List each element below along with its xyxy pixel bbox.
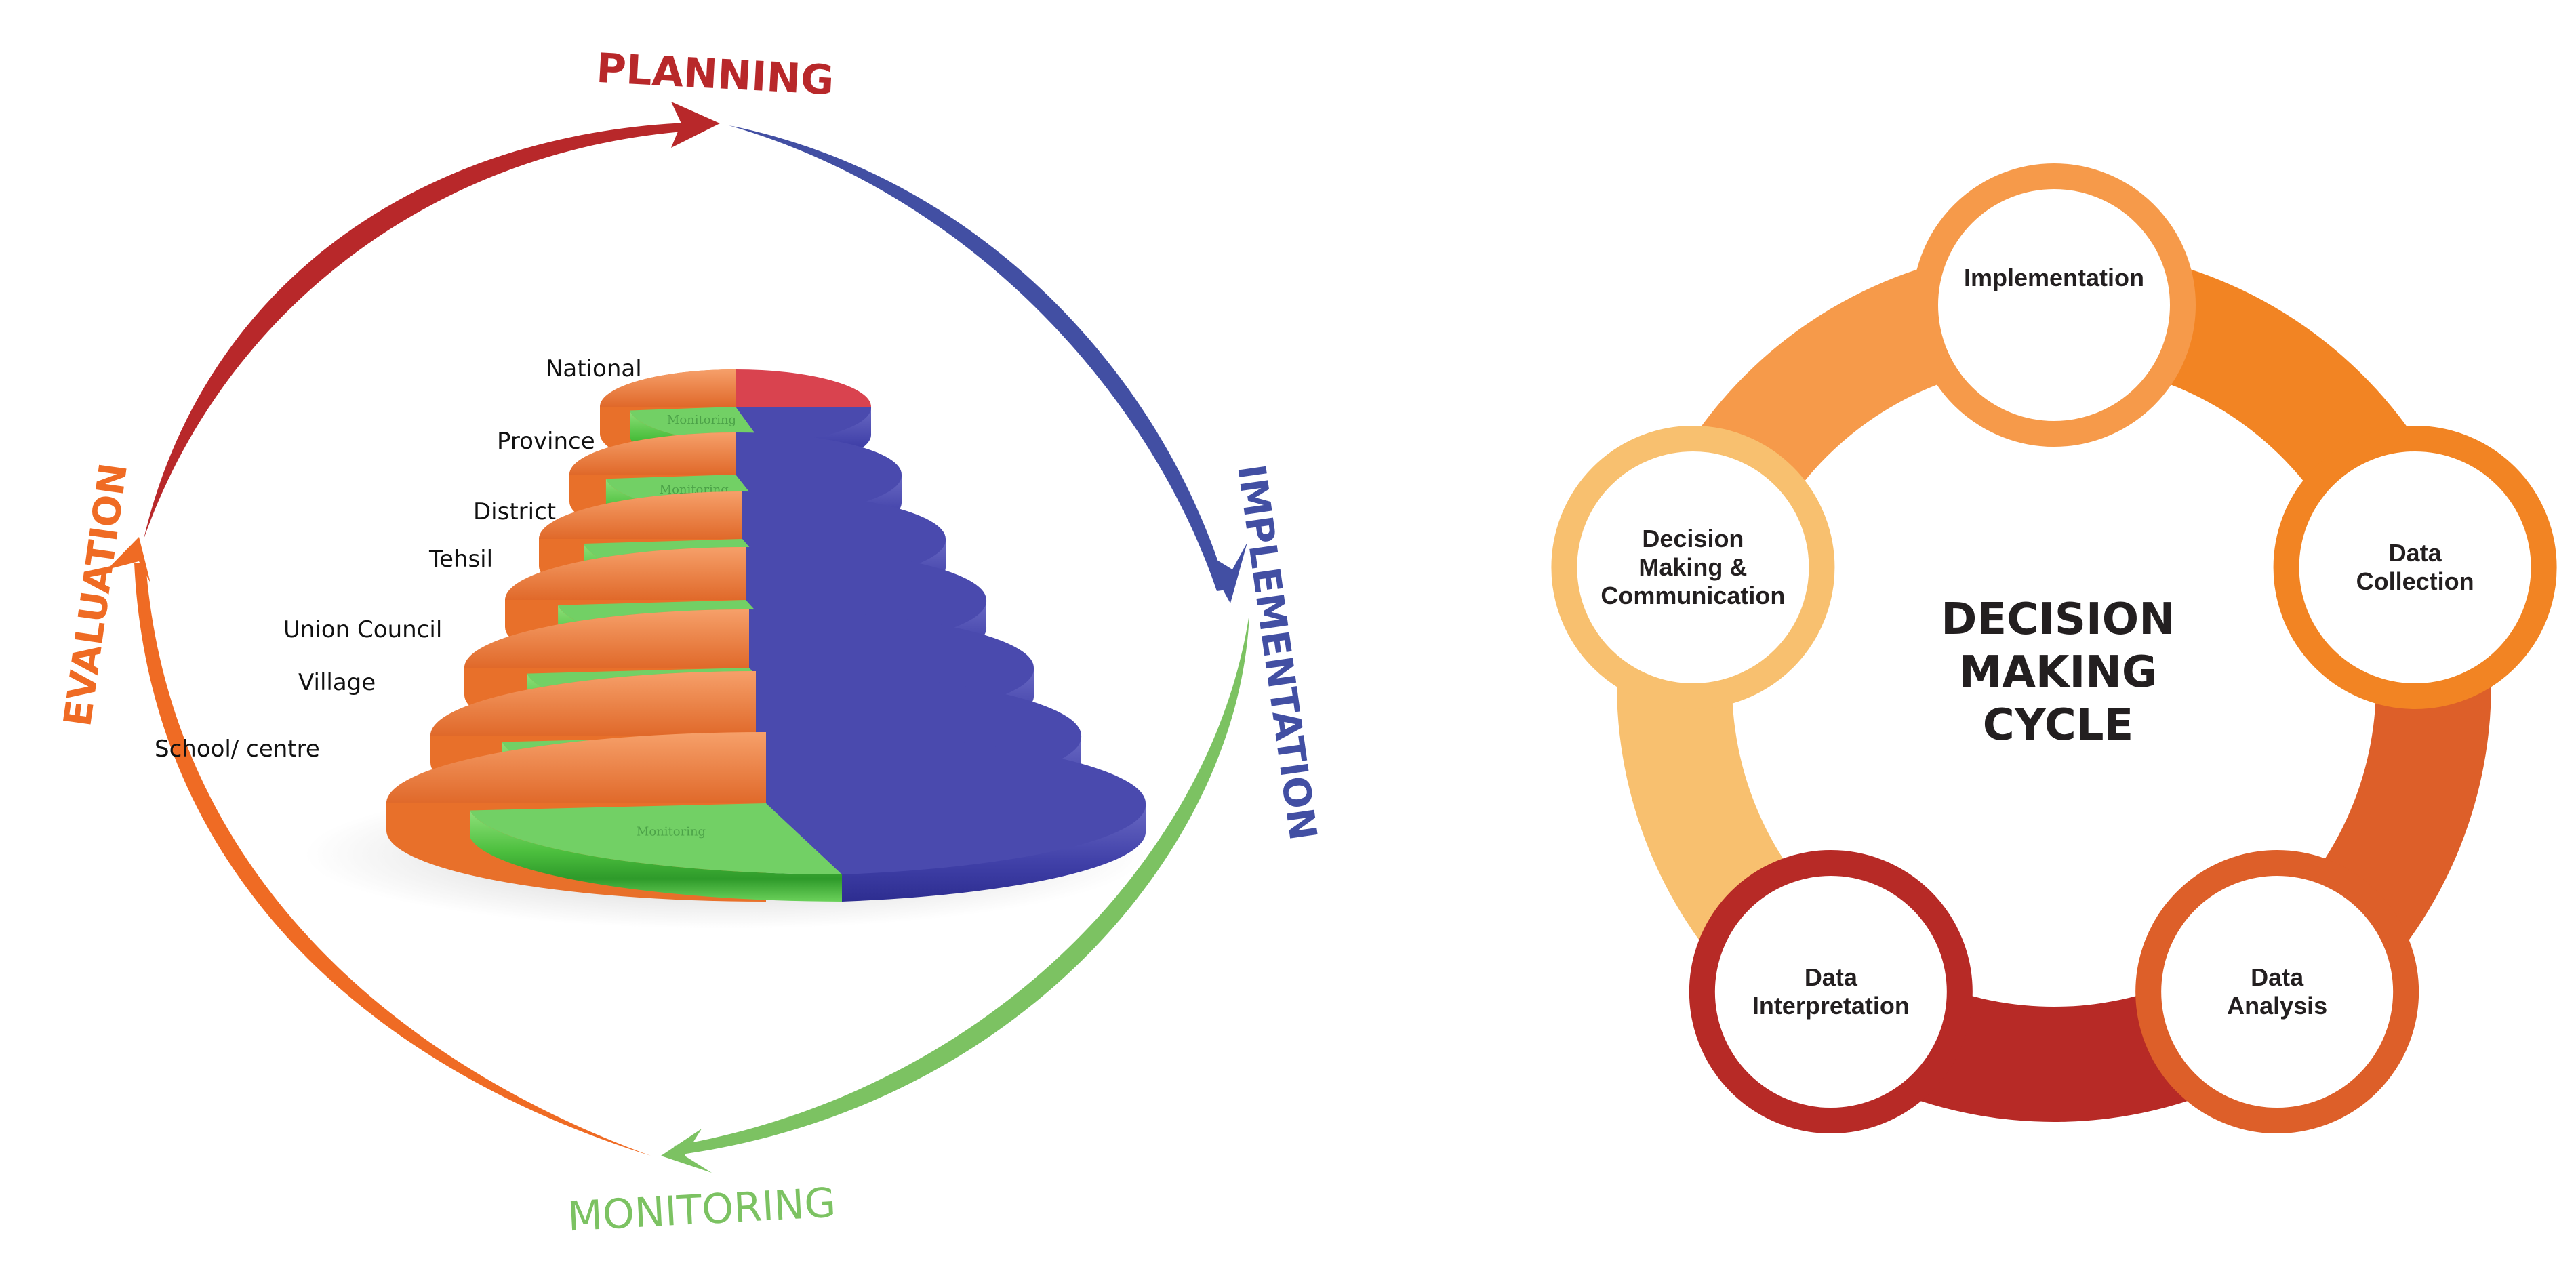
implementation-segment-top bbox=[766, 803, 1146, 874]
node-label-line: Communication bbox=[1601, 582, 1785, 609]
planning-arrowhead-icon bbox=[671, 102, 720, 148]
center-title-line-2: MAKING bbox=[1959, 647, 2158, 698]
evaluation-segment-top bbox=[539, 491, 742, 539]
monitoring-label: MONITORING bbox=[566, 1180, 837, 1241]
level-label-province: Province bbox=[497, 428, 595, 455]
node-ring bbox=[1551, 425, 1835, 709]
implementation-segment-back bbox=[736, 432, 902, 475]
level-label-national: National bbox=[546, 355, 642, 382]
node-label-line: Making & bbox=[1638, 553, 1747, 581]
level-label-district: District bbox=[473, 498, 556, 525]
center-title-line-1: DECISION bbox=[1941, 595, 2175, 645]
node-label-line: Interpretation bbox=[1752, 992, 1910, 1020]
planning-arrow bbox=[144, 122, 705, 539]
evaluation-label: EVALUATION bbox=[56, 460, 136, 729]
planning-segment bbox=[736, 369, 871, 407]
evaluation-segment-top bbox=[569, 432, 736, 475]
evaluation-segment-top bbox=[464, 609, 749, 668]
governance-pyramid: MonitoringMonitoringMonitoringMonitoring… bbox=[305, 369, 1146, 929]
monitoring-arrowhead-icon bbox=[661, 1129, 712, 1173]
implementation-arrowhead-icon bbox=[1201, 542, 1247, 603]
node-implementation: Implementation bbox=[1912, 163, 2196, 447]
implementation-segment-back bbox=[766, 732, 1146, 803]
node-label-line: Analysis bbox=[2227, 992, 2327, 1020]
monitoring-segment-text: Monitoring bbox=[637, 824, 706, 839]
evaluation-arrow bbox=[134, 563, 651, 1156]
monitoring-segment-top bbox=[470, 803, 842, 874]
pyramid-tier-7: Monitoring bbox=[386, 732, 1146, 902]
node-ring bbox=[1689, 850, 1973, 1134]
monitoring-segment-text: Monitoring bbox=[667, 413, 736, 427]
monitoring-segment bbox=[470, 810, 842, 902]
level-label-village: Village bbox=[298, 669, 376, 696]
node-ring bbox=[2135, 850, 2419, 1134]
evaluation-segment-top bbox=[600, 369, 736, 407]
implementation-segment-back bbox=[749, 609, 1034, 668]
level-label-school-centre: School/ centre bbox=[155, 736, 320, 763]
evaluation-segment-top bbox=[386, 732, 766, 803]
level-labels: National Province District Tehsil Union … bbox=[155, 355, 642, 763]
level-label-tehsil: Tehsil bbox=[428, 546, 493, 573]
node-label-line: Implementation bbox=[1964, 264, 2144, 291]
node-ring bbox=[2273, 425, 2557, 709]
planning-label: PLANNING bbox=[595, 45, 835, 104]
node-label-line: Data bbox=[2389, 539, 2442, 567]
level-label-union-council: Union Council bbox=[283, 616, 442, 643]
center-title-line-3: CYCLE bbox=[1983, 700, 2134, 750]
decision-making-cycle: ImplementationDataCollectionDataAnalysis… bbox=[1551, 163, 2557, 1134]
evaluation-arrowhead-icon bbox=[107, 537, 150, 583]
implementation-segment-back bbox=[756, 671, 1081, 736]
implementation-segment-back bbox=[746, 547, 986, 600]
node-label-line: Decision bbox=[1642, 525, 1744, 552]
implementation-segment-back bbox=[742, 491, 946, 539]
node-label-line: Collection bbox=[2356, 567, 2474, 595]
node-label-line: Data bbox=[2251, 963, 2304, 991]
evaluation-segment-top bbox=[505, 547, 746, 600]
monitoring-arrow bbox=[671, 613, 1249, 1156]
node-ring bbox=[1912, 163, 2196, 447]
node-label-line: Data bbox=[1805, 963, 1858, 991]
evaluation-segment-top bbox=[430, 671, 756, 736]
